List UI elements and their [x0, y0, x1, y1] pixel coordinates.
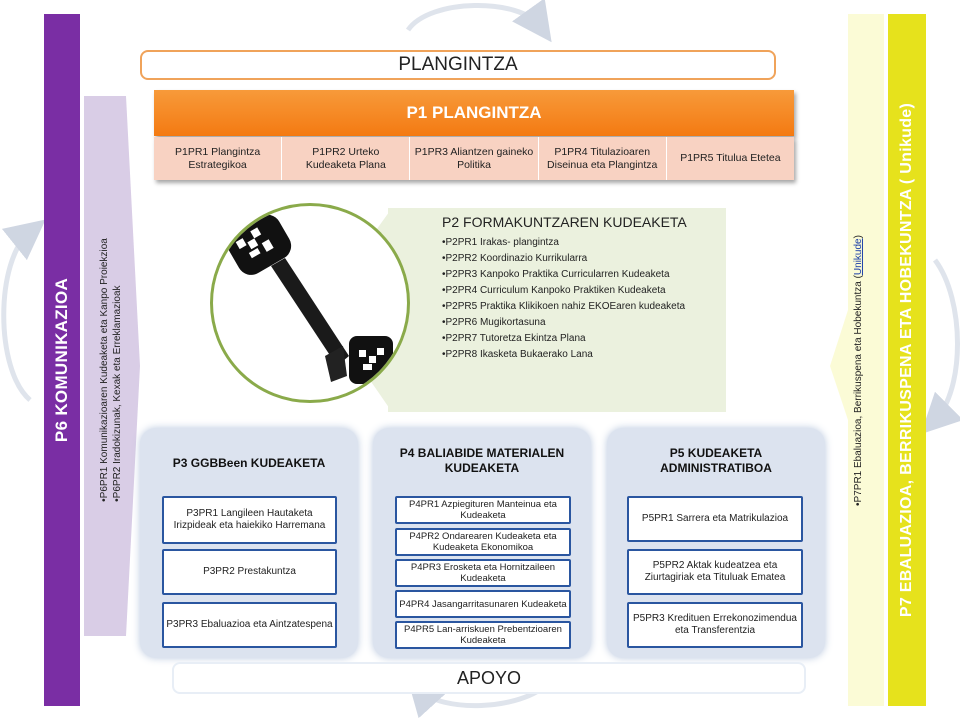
p5-item: P5PR3 Kredituen Errekonozimendua eta Tra…: [627, 602, 803, 648]
p4-title: P4 BALIABIDE MATERIALEN KUDEAKETA: [399, 446, 565, 475]
p1-header: P1 PLANGINTZA: [154, 90, 794, 136]
p2-title: P2 FORMAKUNTZAREN KUDEAKETA: [442, 214, 687, 230]
p6-arrow-band: [84, 96, 140, 636]
p7-items: •P7PR1 Ebaluazioa, Berrikuspena eta Hobe…: [836, 120, 880, 620]
p4-item: P4PR1 Azpiegituren Manteinua eta Kudeake…: [395, 496, 571, 524]
p2-item: •P2PR4 Curriculum Kanpoko Praktiken Kude…: [442, 285, 666, 296]
p2-item: •P2PR8 Ikasketa Bukaerako Lana: [442, 349, 593, 360]
p4-item: P4PR4 Jasangarritasunaren Kudeaketa: [395, 590, 571, 618]
planning-header: PLANGINTZA: [140, 50, 776, 80]
p4-item: P4PR3 Erosketa eta Hornitzaileen Kudeake…: [395, 559, 571, 587]
p3-panel: P3 GGBBeen KUDEAKETA P3PR1 Langileen Hau…: [140, 428, 358, 658]
p4-item: P4PR2 Ondarearen Kudeaketa eta Kudeaketa…: [395, 528, 571, 556]
support-footer: APOYO: [172, 662, 806, 694]
p1-cell: P1PR5 Titulua Etetea: [666, 137, 795, 180]
arrow-left-icon: [1, 219, 46, 402]
p1-cell: P1PR3 Aliantzen gaineko Politika: [410, 137, 539, 180]
p3-item: P3PR1 Langileen Hautaketa Irizpideak eta…: [162, 496, 337, 544]
p7-bar: P7 EBALUAZIOA, BERRIKUSPENA ETA HOBEKUNT…: [888, 14, 926, 706]
p1-cell: P1PR1 Plangintza Estrategikoa: [154, 137, 283, 180]
p2-item: •P2PR3 Kanpoko Praktika Curricularren Ku…: [442, 269, 670, 280]
p6-bar: P6 KOMUNIKAZIOA: [44, 14, 80, 706]
p1-subprocess-row: P1PR1 Plangintza Estrategikoa P1PR2 Urte…: [154, 137, 795, 180]
support-title: APOYO: [456, 667, 522, 688]
p4-item: P4PR5 Lan-arriskuen Prebentzioaren Kudea…: [395, 621, 571, 649]
p6-title: P6 KOMUNIKAZIOA: [52, 277, 71, 443]
p6-item: •P6PR2 Iradokizunak, Kexak eta Erreklama…: [112, 285, 124, 502]
p5-panel: P5 KUDEAKETA ADMINISTRATIBOA P5PR1 Sarre…: [607, 428, 825, 658]
arrow-top-icon: [405, 0, 552, 43]
p5-item: P5PR1 Sarrera eta Matrikulazioa: [627, 496, 803, 542]
planning-title: PLANGINTZA: [398, 54, 518, 75]
p1-cell: P1PR4 Titulazioaren Diseinua eta Plangin…: [538, 137, 667, 180]
p5-title: P5 KUDEAKETA ADMINISTRATIBOA: [660, 446, 772, 475]
p3-title: P3 GGBBeen KUDEAKETA: [172, 456, 326, 470]
p7-title: P7 EBALUAZIOA, BERRIKUSPENA ETA HOBEKUNT…: [898, 102, 916, 618]
p3-item: P3PR3 Ebaluazioa eta Aintzatespena: [162, 602, 337, 648]
p7-arrow-band: [830, 14, 884, 706]
p2-image-circle: [210, 203, 410, 403]
p6-item: •P6PR1 Komunikazioaren Kudeaketa eta Kan…: [99, 238, 111, 502]
p6-items: •P6PR1 Komunikazioaren Kudeaketa eta Kan…: [86, 110, 136, 630]
p3-item: P3PR2 Prestakuntza: [162, 549, 337, 595]
p4-panel: P4 BALIABIDE MATERIALEN KUDEAKETA P4PR1 …: [373, 428, 591, 658]
p2-item: •P2PR5 Praktika Klikikoen nahiz EKOEaren…: [442, 301, 686, 312]
p1-cell: P1PR2 Urteko Kudeaketa Plana: [282, 137, 411, 180]
p7-item-prefix: •P7PR1 Ebaluazioa, Berrikuspena eta Hobe…: [852, 274, 864, 506]
p5-item: P5PR2 Aktak kudeatzea eta Ziurtagiriak e…: [627, 549, 803, 595]
p2-item: •P2PR6 Mugikortasuna: [442, 317, 546, 328]
p2-item: •P2PR2 Koordinazio Kurrikularra: [442, 253, 588, 264]
arrow-right-icon: [920, 258, 960, 435]
p1-title: P1 PLANGINTZA: [406, 103, 542, 122]
p2-item: •P2PR1 Irakas- plangintza: [442, 237, 559, 248]
p2-item: •P2PR7 Tutoretza Ekintza Plana: [442, 333, 586, 344]
p2-panel: P2 FORMAKUNTZAREN KUDEAKETA •P2PR1 Iraka…: [388, 208, 726, 412]
unikude-link[interactable]: Unikude: [852, 237, 864, 275]
p7-item-suffix: ): [852, 234, 864, 238]
robot-arm-icon: [227, 214, 393, 384]
